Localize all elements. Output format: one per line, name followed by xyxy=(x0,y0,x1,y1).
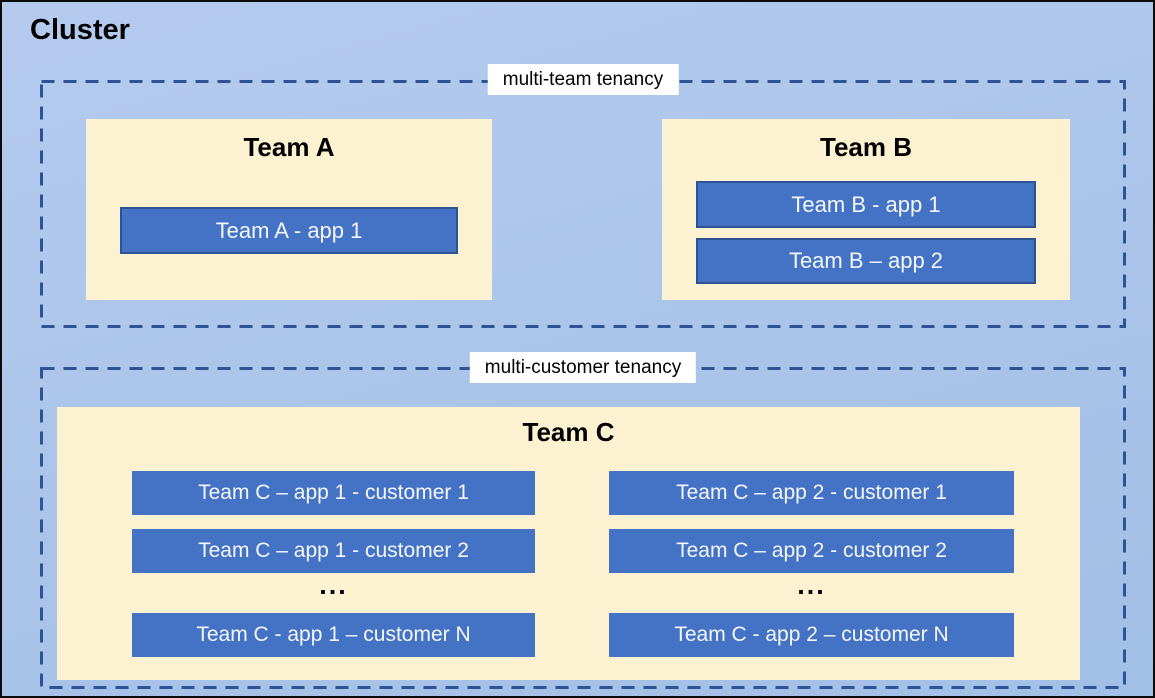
team-b-box: Team B Team B - app 1 Team B – app 2 xyxy=(662,119,1070,300)
team-c-app-1-customer-2: Team C – app 1 - customer 2 xyxy=(132,529,535,573)
multi-team-tenancy-section: multi-team tenancy Team A Team A - app 1… xyxy=(40,64,1126,328)
team-a-box: Team A Team A - app 1 xyxy=(86,119,492,300)
team-c-app-2-customer-n: Team C - app 2 – customer N xyxy=(609,613,1014,657)
dashed-border xyxy=(40,367,1126,689)
team-c-app-2-column: Team C – app 2 - customer 1 Team C – app… xyxy=(609,471,1014,659)
multi-customer-tenancy-section: multi-customer tenancy Team C Team C – a… xyxy=(40,352,1126,689)
team-c-app-1-ellipsis: ... xyxy=(319,570,348,600)
multi-team-tenancy-label: multi-team tenancy xyxy=(487,64,679,95)
team-b-title: Team B xyxy=(820,132,912,162)
team-c-app-2-customer-1: Team C – app 2 - customer 1 xyxy=(609,471,1014,515)
team-c-app-2-ellipsis: ... xyxy=(797,570,826,600)
team-a-app-1: Team A - app 1 xyxy=(120,207,458,254)
team-c-title: Team C xyxy=(522,417,615,447)
team-b-app-2: Team B – app 2 xyxy=(696,238,1036,284)
team-a-title: Team A xyxy=(243,132,335,162)
cluster-title: Cluster xyxy=(30,14,130,46)
team-c-app-1-customer-n: Team C - app 1 – customer N xyxy=(132,613,535,657)
team-c-box: Team C Team C – app 1 - customer 1 Team … xyxy=(57,407,1080,680)
team-b-app-1: Team B - app 1 xyxy=(696,181,1036,228)
multi-customer-tenancy-label: multi-customer tenancy xyxy=(469,352,697,383)
dashed-border xyxy=(40,80,1126,328)
team-c-app-1-column: Team C – app 1 - customer 1 Team C – app… xyxy=(132,471,535,659)
team-c-app-2-customer-2: Team C – app 2 - customer 2 xyxy=(609,529,1014,573)
team-c-app-1-customer-1: Team C – app 1 - customer 1 xyxy=(132,471,535,515)
